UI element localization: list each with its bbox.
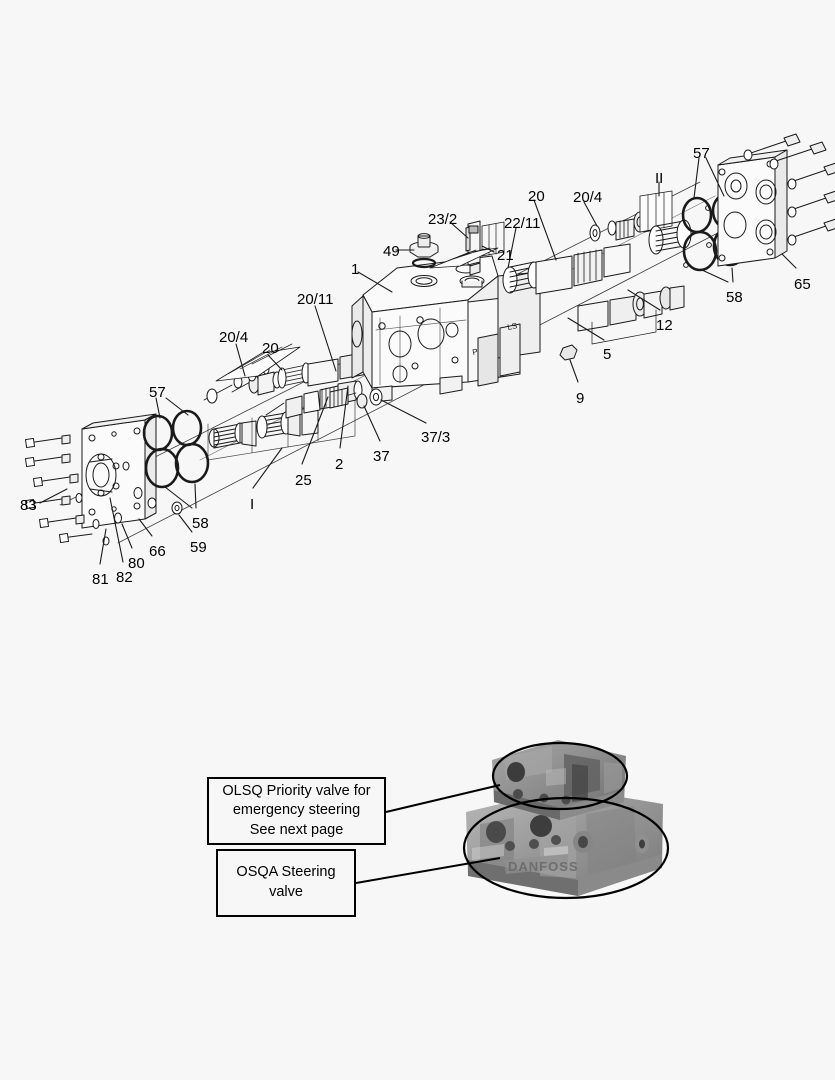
label-57-right: 57 bbox=[693, 145, 710, 162]
label-20-11: 20/11 bbox=[297, 291, 334, 308]
callout-steering-line-1: OSQA Steering bbox=[236, 864, 336, 881]
part-49-cap bbox=[409, 233, 439, 269]
svg-text:DANFOSS: DANFOSS bbox=[508, 859, 579, 874]
callout-priority-line-2: emergency steering bbox=[232, 802, 361, 819]
label-49: 49 bbox=[383, 243, 400, 260]
leader-priority-valve bbox=[385, 784, 501, 813]
label-83: 83 bbox=[20, 497, 37, 514]
label-58-left: 58 bbox=[192, 515, 209, 532]
label-1: 1 bbox=[351, 261, 360, 278]
label-12: 12 bbox=[656, 317, 673, 334]
label-66: 66 bbox=[149, 543, 166, 560]
right-bolt-set bbox=[743, 133, 835, 246]
spool-assembly-II bbox=[639, 190, 692, 255]
leader-lines bbox=[39, 157, 797, 565]
label-82: 82 bbox=[116, 569, 133, 586]
label-23-2: 23/2 bbox=[428, 211, 458, 228]
bolt-set-83 bbox=[24, 434, 93, 544]
callout-priority-line-3: See next page bbox=[249, 821, 344, 838]
label-25: 25 bbox=[295, 472, 312, 489]
label-22-11: 22/11 bbox=[504, 215, 541, 232]
callout-box-steering-valve: OSQA Steering valve bbox=[216, 849, 356, 917]
left-end-plate-group bbox=[24, 413, 157, 546]
label-20-4-left: 20/4 bbox=[219, 329, 249, 346]
left-oring-set bbox=[142, 409, 210, 489]
label-37: 37 bbox=[373, 448, 390, 465]
valve-photograph: DANFOSS bbox=[448, 728, 680, 918]
label-20-4-mid: 20/4 bbox=[573, 189, 603, 206]
label-9: 9 bbox=[576, 390, 585, 407]
label-20-mid: 20 bbox=[528, 188, 545, 205]
label-81: 81 bbox=[92, 571, 109, 588]
callout-steering-line-2: valve bbox=[269, 884, 303, 900]
small-parts-row-20-4 bbox=[203, 343, 301, 404]
part-9-nut bbox=[559, 344, 578, 361]
label-57-left: 57 bbox=[149, 384, 166, 401]
label-37-3: 37/3 bbox=[421, 429, 451, 446]
label-59: 59 bbox=[190, 539, 207, 556]
spool-assembly-12 bbox=[577, 285, 685, 345]
svg-text:P: P bbox=[472, 347, 479, 357]
label-2: 2 bbox=[335, 456, 344, 473]
callout-priority-line-1: OLSQ Priority valve for bbox=[222, 782, 371, 799]
label-II: II bbox=[655, 170, 664, 187]
label-65: 65 bbox=[794, 276, 811, 293]
svg-text:LS: LS bbox=[507, 321, 518, 332]
label-I: I bbox=[250, 496, 255, 513]
callout-box-priority-valve: OLSQ Priority valve for emergency steeri… bbox=[207, 777, 386, 845]
right-end-plate-group bbox=[683, 133, 835, 268]
leader-steering-valve bbox=[355, 857, 501, 884]
label-21: 21 bbox=[497, 247, 514, 264]
label-20-left: 20 bbox=[262, 340, 279, 357]
label-58-right: 58 bbox=[726, 289, 743, 306]
parts-37-group bbox=[329, 387, 383, 409]
label-80: 80 bbox=[128, 555, 145, 572]
label-5: 5 bbox=[603, 346, 612, 363]
